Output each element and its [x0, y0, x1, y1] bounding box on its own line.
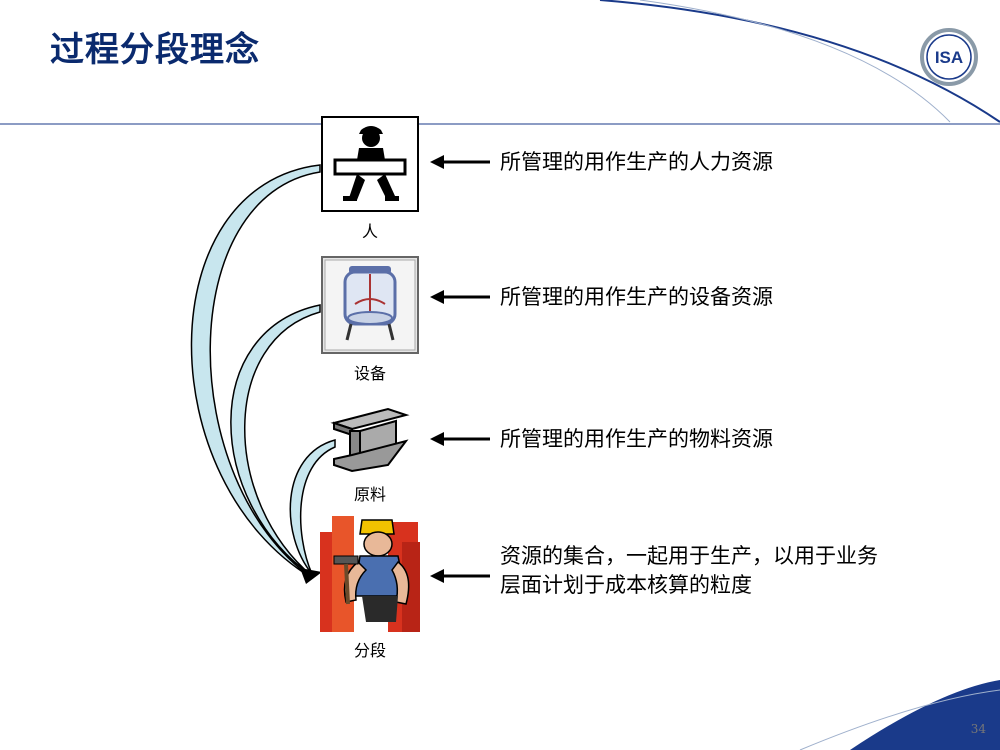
- arrow-segment: [430, 569, 490, 583]
- segment-label: 分段: [353, 641, 386, 660]
- isa-logo: ISA: [920, 28, 978, 86]
- page-title: 过程分段理念: [50, 30, 260, 70]
- worker-hammer-icon: [320, 516, 420, 632]
- arrow-left-icon: [430, 155, 444, 169]
- top-swoosh-dark: [599, 0, 1000, 123]
- tank-icon: [321, 256, 419, 354]
- segment-icon-box: [318, 512, 422, 640]
- material-icon-box: [330, 405, 410, 479]
- arrow-left-icon: [430, 290, 444, 304]
- equipment-icon-box: [321, 256, 419, 358]
- arrow-left-icon: [430, 432, 444, 446]
- page-number: 34: [970, 722, 986, 736]
- arrow-equipment: [430, 290, 490, 304]
- curve-equipment-to-segment: [230, 304, 321, 577]
- person-icon-box: [321, 116, 419, 216]
- person-description: 所管理的用作生产的人力资源: [500, 150, 773, 174]
- bottom-swoosh-light: [799, 689, 1000, 750]
- arrow-person: [430, 155, 490, 169]
- curve-arrowhead: [300, 568, 322, 584]
- segment-description-line1: 资源的集合，一起用于生产，以用于业务: [500, 544, 878, 568]
- person-label: 人: [361, 222, 378, 241]
- arrow-left-icon: [430, 569, 444, 583]
- worker-icon: [321, 116, 419, 212]
- logo-text: ISA: [935, 48, 963, 67]
- material-description: 所管理的用作生产的物料资源: [500, 427, 773, 451]
- equipment-label: 设备: [353, 364, 386, 383]
- equipment-description: 所管理的用作生产的设备资源: [500, 285, 773, 309]
- segment-description-line2: 层面计划于成本核算的粒度: [500, 573, 752, 597]
- steel-beam-icon: [330, 407, 410, 473]
- bottom-swoosh-dark: [850, 680, 1000, 750]
- arrow-material: [430, 432, 490, 446]
- segment-description: 资源的集合，一起用于生产，以用于业务 层面计划于成本核算的粒度: [500, 542, 878, 600]
- top-swoosh-light: [639, 0, 951, 123]
- material-label: 原料: [353, 485, 386, 504]
